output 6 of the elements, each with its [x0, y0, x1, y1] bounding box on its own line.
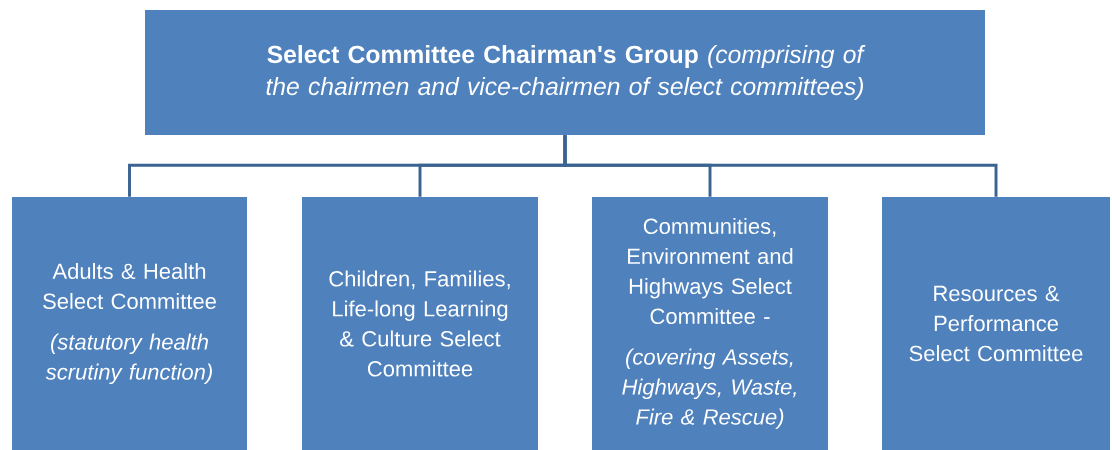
committee-box: Adults & Health Select Committee (statutory health scrutiny function)	[12, 197, 247, 450]
connector-line	[563, 135, 998, 197]
committee-box: Children, Families, Life-long Learning & Culture Select Committee	[302, 197, 538, 450]
committee-box: Communities, Environment and Highways Select Committee - (covering Assets, Highways, Waste, Fire & Rescue)	[592, 197, 828, 450]
committee-box: Resources & Performance Select Committee	[882, 197, 1110, 450]
group-box: Select Committee Chairman's Group (comprising of the chairmen and vice-chairmen of select committees)	[145, 10, 985, 135]
